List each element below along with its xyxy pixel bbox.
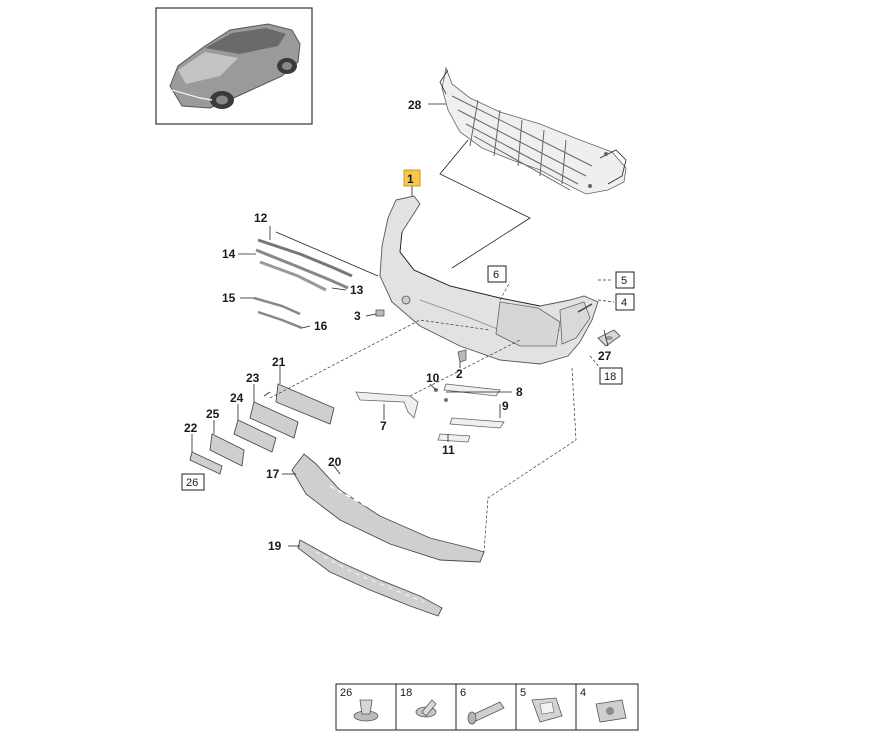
bumper-brackets [355, 383, 505, 443]
suv-icon [169, 23, 301, 109]
boxed-callout-18: 18 [604, 371, 616, 383]
grille-carrier-part [439, 66, 627, 195]
expansion-clip-icon [467, 701, 505, 725]
screw-icon [415, 699, 437, 718]
callout-7: 7 [380, 419, 387, 433]
boxed-callout-26: 26 [186, 477, 198, 489]
callout-9: 9 [502, 399, 509, 413]
callout-10: 10 [426, 371, 440, 385]
callout-13: 13 [350, 283, 364, 297]
callout-1: 1 [407, 172, 414, 186]
vehicle-thumbnail [155, 7, 313, 125]
tow-eye-cover-part [597, 329, 621, 347]
callout-25: 25 [206, 407, 220, 421]
fastener-legend: 26 18 6 5 4 [335, 683, 639, 731]
callout-12: 12 [254, 211, 268, 225]
legend-num-26: 26 [340, 687, 352, 699]
callout-15: 15 [222, 291, 236, 305]
callout-19: 19 [268, 539, 282, 553]
callouts: 1 28 12 14 13 15 16 3 2 27 21 23 24 25 2… [184, 98, 612, 553]
bumper-cover-part [379, 195, 599, 365]
leader-lines [191, 103, 615, 553]
lower-trim-part [297, 539, 443, 617]
trim-strips-upper [255, 238, 353, 292]
callout-8: 8 [516, 385, 523, 399]
boxed-callout-5: 5 [621, 275, 627, 287]
legend-num-5: 5 [520, 687, 526, 699]
legend-num-18: 18 [400, 687, 412, 699]
callout-16: 16 [314, 319, 328, 333]
boxed-callout-6: 6 [493, 269, 499, 281]
spring-clip-icon [531, 697, 563, 723]
highlight-marker [403, 169, 421, 187]
callout-23: 23 [246, 371, 260, 385]
boxed-callout-4: 4 [621, 297, 627, 309]
callout-24: 24 [230, 391, 244, 405]
callout-11: 11 [442, 443, 455, 457]
callout-27: 27 [598, 349, 612, 363]
lower-spoiler-part [291, 453, 485, 563]
push-rivet-icon [353, 699, 379, 722]
callout-20: 20 [328, 455, 342, 469]
callout-2: 2 [456, 367, 463, 381]
clip-nut-icon [595, 699, 627, 723]
trim-strips-lower [253, 296, 303, 330]
callout-28: 28 [408, 98, 422, 112]
callout-22: 22 [184, 421, 198, 435]
legend-num-4: 4 [580, 687, 586, 699]
callout-17: 17 [266, 467, 280, 481]
legend-num-6: 6 [460, 687, 466, 699]
boxed-callouts: 6 5 4 18 26 [181, 265, 635, 491]
callout-3: 3 [354, 309, 361, 323]
callout-21: 21 [272, 355, 286, 369]
small-fittings [375, 309, 467, 363]
callout-14: 14 [222, 247, 236, 261]
plate-brackets [189, 383, 335, 475]
